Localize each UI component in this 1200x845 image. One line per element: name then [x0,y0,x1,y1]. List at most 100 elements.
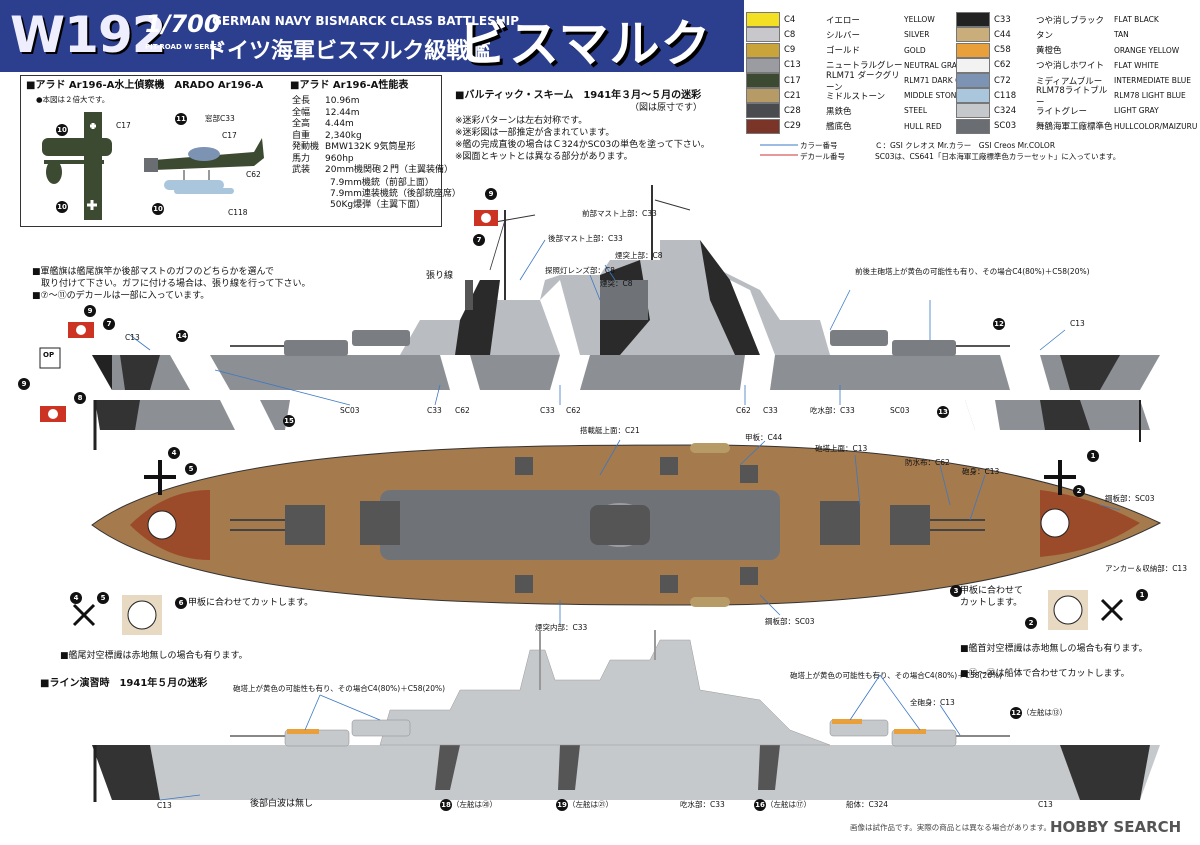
color-code: C17 [784,75,801,86]
decal-cut-note: ■⑯〜⑳は船体で合わせてカットします。 [960,669,1130,679]
label-c33c: C33 [763,406,778,415]
decal-10b-icon: 10 [56,201,68,213]
color-swatch [746,73,780,89]
color-name-en: ORANGE YELLOW [1114,45,1180,55]
color-name-en: MIDDLE STONE [904,91,962,101]
decal-4-icon: 4 [168,447,180,459]
spec-key: 武装 [292,165,311,175]
label-canvas: 防水布：C62 [905,458,950,467]
label-rigging: 張り線 [426,271,454,281]
color-swatch [956,118,990,134]
spec-key: 自重 [292,130,311,141]
spec-value: 12.44m [325,107,360,118]
arado-arm-2: 7.9mm連装機銃（後部銃座席） [330,189,461,199]
top-view-ship [91,439,1162,625]
color-name-jp: ミドルストーン [826,91,886,102]
flag-note-1: ■軍艦旗は艦尾旗竿か後部マストのガフのどちらかを選んで [32,267,275,277]
arado-drawings [42,112,264,220]
rhine-hull: 船体：C324 [846,800,889,809]
arado-top-view [42,112,112,220]
baltic-title: ■バルティック・スキーム 1941年３月〜５月の迷彩 [455,90,702,101]
legend-lines [760,144,798,156]
spec-value: 10.96m [325,96,360,106]
label-steel-deck2: 鋼板部：SC03 [765,617,815,626]
color-name-jp: 舞鶴海軍工廠標準色 [1036,122,1113,133]
label-turret-top: 砲塔上面：C13 [815,444,868,453]
color-code: C8 [784,29,796,40]
decal-7-icon: 7 [103,318,115,330]
color-name-en: LIGHT GRAY [1114,106,1159,116]
label-turret-note: 前後主砲塔上が黄色の可能性も有り、その場合C4(80%)＋C58(20%) [855,267,1090,276]
footer-disclaimer: 画像は試作品です。実際の商品とは異なる場合があります。 [850,823,1051,832]
label-boat-top: 搭載艇上面：C21 [580,426,640,435]
color-code: C72 [994,75,1011,86]
decal-3-icon: 3 [950,585,962,597]
decal-6-icon: 6 [175,597,187,609]
decal-7b-icon: 7 [473,234,485,246]
spec-value: 4.44m [325,119,354,129]
color-name-jp: イエロー [826,15,860,26]
legend-decal-no: デカール番号 [800,152,845,161]
color-swatch [956,103,990,119]
baltic-note-4: ※図面とキットとは異なる部分があります。 [455,152,633,162]
color-name-en: STEEL [904,106,927,116]
baltic-subtitle: （図は原寸です） [630,103,703,113]
spec-key: 発動機 [292,142,320,152]
color-swatch [956,27,990,43]
label-waterline: 吃水部：C33 [810,406,855,415]
decal-9c-icon: 9 [485,188,497,200]
legend-sc03: SC03は、CS641「日本海軍工廠標準色カラーセット」に入っています。 [875,152,1121,161]
spec-value: 20mm機関砲２門（主翼装備） [325,165,454,175]
stern-note: ■艦尾対空標識は赤地無しの場合も有ります。 [60,651,248,661]
decal-12b-icon: 12 [1010,707,1022,719]
rhine-waterline: 吃水部：C33 [680,800,725,809]
decal-1-icon: 1 [1087,450,1099,462]
flag-note-2: 取り付けて下さい。ガフに付ける場合は、張り線を行って下さい。 [32,279,311,289]
rhine-c13l: C13 [157,801,172,810]
op-badge-1: OP [43,351,55,359]
color-name-jp: ライトグレー [1036,106,1088,117]
rhine-lab16: （左舷は⑰） [766,800,811,809]
spec-row: 全幅 12.44m [292,108,459,120]
decal-18-icon: 18 [440,799,452,811]
decal-9b-icon: 9 [18,378,30,390]
rhine-title: ■ライン演習時 1941年５月の迷彩 [40,678,208,689]
arado-box [20,75,442,227]
stern-decals [72,460,176,635]
arado-note: ●本図は２倍大です。 [36,95,110,104]
label-funnel-inside: 煙突内部：C33 [535,623,588,632]
color-name-en: FLAT WHITE [1114,60,1159,70]
rhine-right-side: （左舷は⑬） [1022,708,1067,717]
decal-10a-icon: 10 [56,124,68,136]
color-code: C4 [784,14,796,25]
arado-spec-title: ■アラド Ar196-A性能表 [290,80,409,91]
label-fore-mast: 前部マスト上部：C33 [582,209,657,218]
decal-5b-icon: 5 [97,592,109,604]
color-swatch [956,12,990,28]
decal-16-icon: 16 [754,799,766,811]
color-swatch [956,73,990,89]
color-code: C28 [784,105,801,116]
color-swatch [956,42,990,58]
spec-key: 全長 [292,96,311,106]
spec-key: 全幅 [292,107,311,118]
decal-5-icon: 5 [185,463,197,475]
stern-flags [39,322,94,422]
color-name-en: HULLCOLOR/MAIZURU [1114,121,1198,131]
color-name-en: INTERMEDIATE BLUE [1114,76,1191,86]
color-swatch [746,103,780,119]
color-name-jp: シルバー [826,30,861,41]
